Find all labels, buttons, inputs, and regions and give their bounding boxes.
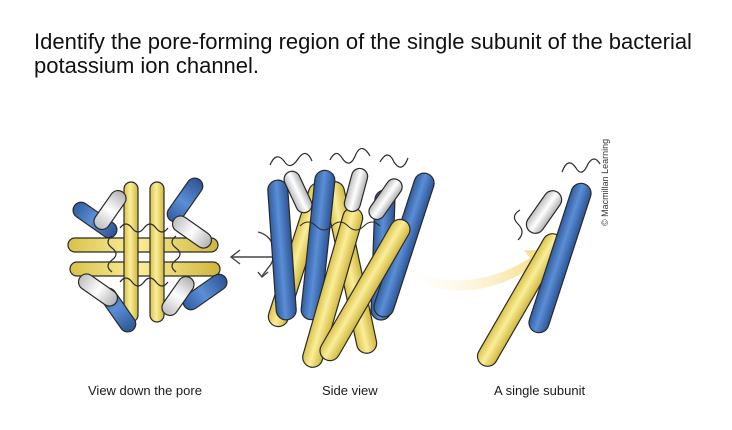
loop (379, 154, 409, 168)
loop (561, 158, 601, 173)
helix-white (368, 178, 403, 221)
caption-side-view: Side view (322, 383, 378, 398)
curved-arrow-icon (410, 250, 552, 291)
loop (299, 221, 381, 231)
helix-yellow (123, 181, 139, 323)
helix-yellow (67, 237, 219, 253)
loop (119, 223, 169, 233)
helix-white (77, 273, 119, 307)
helix-yellow (69, 261, 221, 277)
helix-yellow (149, 181, 165, 323)
helix-white (343, 167, 369, 213)
helix-white (171, 215, 213, 249)
helix-blue (528, 182, 592, 334)
helix-blue (300, 169, 336, 321)
loop (107, 235, 117, 273)
helix-yellow (319, 218, 411, 362)
caption-view-down-pore: View down the pore (88, 383, 202, 398)
helix-white (525, 190, 563, 234)
helix-white (93, 189, 127, 231)
side-view (267, 147, 435, 368)
credit-text: © Macmillan Learning (600, 138, 610, 226)
loop (119, 277, 169, 287)
question-text: Identify the pore-forming region of the … (34, 29, 692, 78)
loop (513, 209, 523, 241)
pore-top-view (67, 177, 228, 333)
loop (329, 147, 371, 164)
helix-blue (166, 177, 204, 223)
single-subunit (476, 158, 601, 367)
helix-white (161, 275, 195, 317)
loop (171, 235, 181, 273)
helix-white (283, 170, 313, 214)
helix-blue (267, 179, 297, 321)
helix-blue (182, 273, 228, 311)
loop (269, 152, 313, 167)
caption-single-subunit: A single subunit (494, 383, 586, 398)
